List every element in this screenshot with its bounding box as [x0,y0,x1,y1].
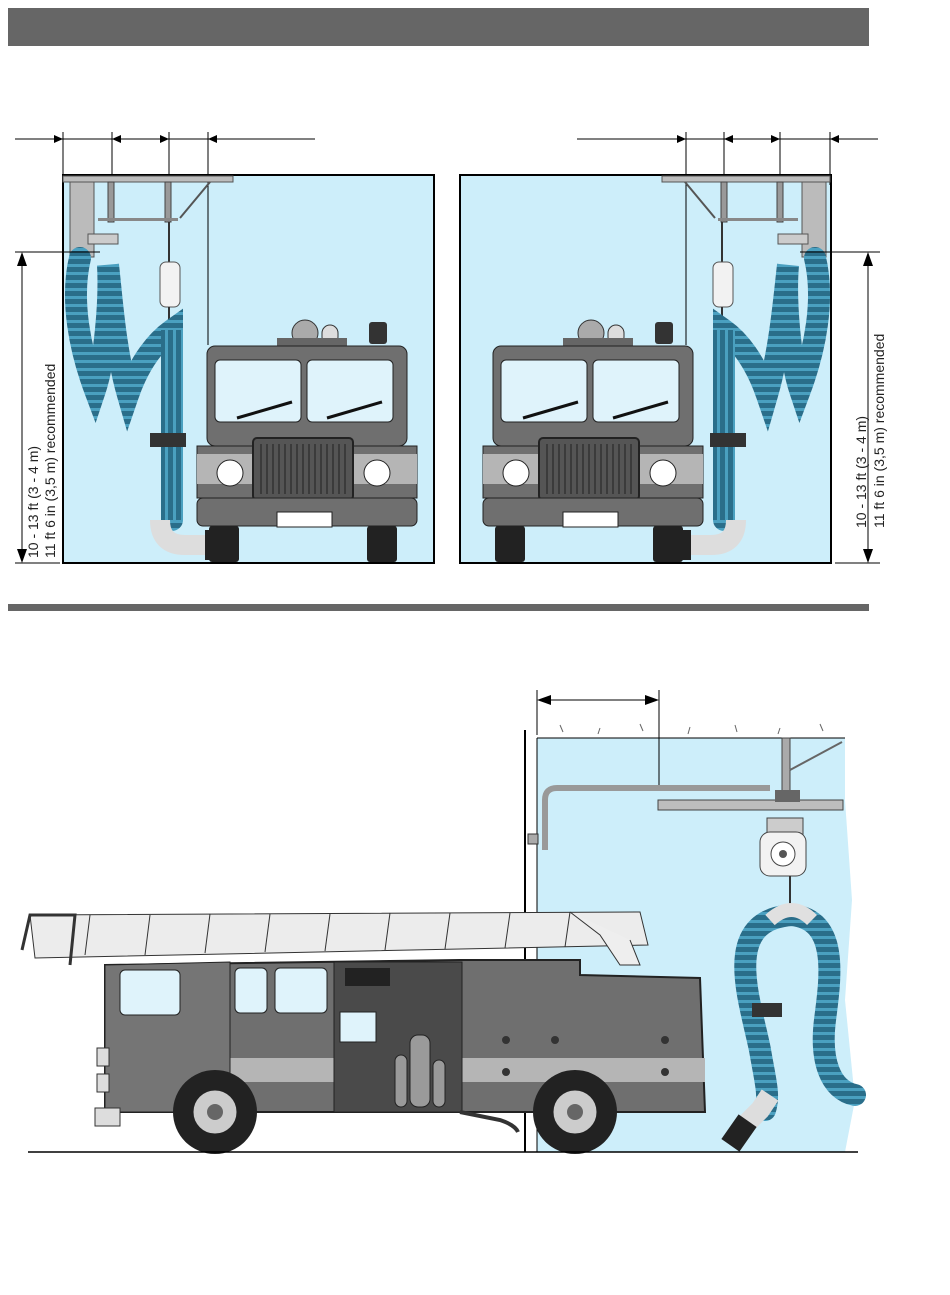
left-front-view: 10 - 13 ft (3 - 4 m) 11 ft 6 in (3,5 m) … [15,132,434,563]
ceiling-texture [560,724,823,734]
right-front-view: 10 - 13 ft (3 - 4 m) 11 ft 6 in (3,5 m) … [460,132,887,563]
fire-truck-front-icon [197,320,417,562]
side-view [22,690,858,1154]
right-height-label-2: 11 ft 6 in (3,5 m) recommended [871,334,887,528]
fire-truck-front-icon [483,320,703,562]
left-height-label-2: 11 ft 6 in (3,5 m) recommended [42,364,58,558]
right-height-label-1: 10 - 13 ft (3 - 4 m) [853,416,869,528]
left-height-label-1: 10 - 13 ft (3 - 4 m) [25,446,41,558]
